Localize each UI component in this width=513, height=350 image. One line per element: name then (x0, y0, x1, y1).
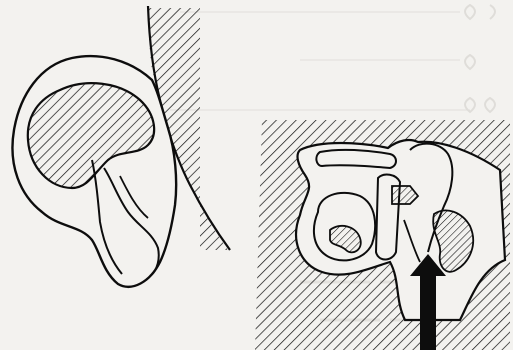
outer-ear-panel (12, 6, 230, 287)
inner-ear-panel (255, 120, 510, 350)
